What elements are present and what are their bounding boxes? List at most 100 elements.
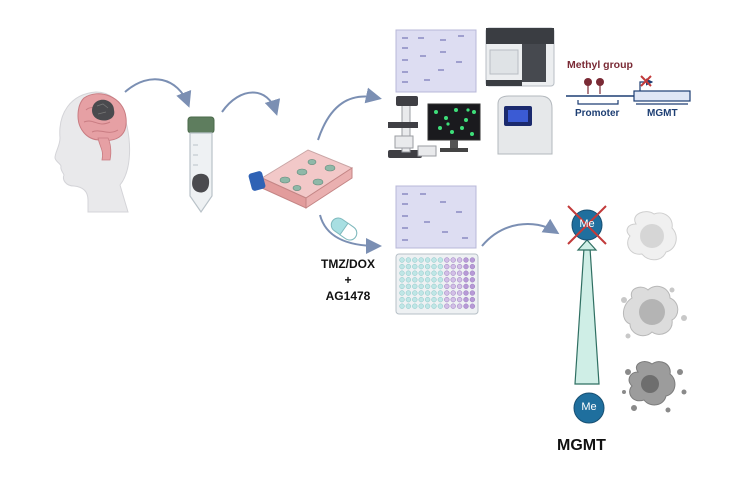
well — [418, 257, 424, 263]
well — [405, 283, 412, 290]
well — [431, 290, 437, 296]
well — [469, 277, 476, 283]
well — [469, 263, 476, 270]
well — [437, 296, 444, 303]
culture-flask-icon — [248, 149, 354, 209]
well — [418, 296, 424, 303]
well — [437, 257, 444, 263]
well — [469, 303, 476, 309]
arrow-flask-to-treatment — [319, 214, 382, 254]
arrow-to-mgmt — [481, 218, 560, 247]
well — [456, 303, 463, 309]
pcr-machine-icon — [497, 95, 553, 155]
well — [450, 303, 456, 309]
well — [412, 270, 418, 276]
gel-panel-icon — [395, 185, 477, 249]
well — [463, 263, 469, 270]
well — [405, 257, 412, 263]
well — [418, 303, 424, 309]
well — [469, 290, 476, 296]
well — [418, 277, 424, 283]
well-plate-icon — [395, 253, 479, 315]
well — [424, 277, 431, 283]
well — [418, 290, 424, 296]
well — [399, 263, 405, 270]
well — [418, 263, 424, 270]
capsule-icon — [330, 217, 358, 241]
sequencer-icon — [485, 27, 555, 87]
well — [405, 270, 412, 276]
well — [418, 270, 424, 276]
cell-icon — [621, 285, 687, 339]
well — [399, 283, 405, 290]
well — [456, 290, 463, 296]
well — [450, 296, 456, 303]
well — [431, 277, 437, 283]
well — [405, 296, 412, 303]
mgmt-title-label: MGMT — [557, 437, 606, 454]
drug-line-2: + — [344, 273, 352, 287]
cross-icon — [567, 205, 607, 245]
me-top-label: Me — [579, 218, 595, 230]
well — [399, 270, 405, 276]
well — [424, 257, 431, 263]
arrow-head-to-tube — [124, 78, 192, 108]
well — [399, 303, 405, 309]
well — [437, 303, 444, 309]
well — [463, 257, 469, 263]
well — [412, 283, 418, 290]
well — [463, 303, 469, 309]
well — [431, 303, 437, 309]
well — [444, 257, 450, 263]
methyl-group-label: Methyl group — [567, 59, 633, 71]
well — [469, 270, 476, 276]
well — [463, 283, 469, 290]
well — [456, 277, 463, 283]
cell-icon — [622, 361, 687, 413]
well — [412, 263, 418, 270]
well — [405, 277, 412, 283]
tissue-tube-icon — [187, 116, 215, 214]
drug-line-1: TMZ/DOX — [321, 257, 375, 271]
well — [399, 277, 405, 283]
well — [431, 257, 437, 263]
microscope-icon — [388, 96, 437, 158]
drug-line-3: AG1478 — [325, 289, 371, 303]
arrow-flask-to-analysis — [317, 87, 382, 141]
well — [444, 303, 450, 309]
well — [463, 290, 469, 296]
well — [463, 270, 469, 276]
well — [424, 270, 431, 276]
well — [444, 277, 450, 283]
well — [431, 296, 437, 303]
well — [399, 296, 405, 303]
me-circle-bottom — [573, 392, 605, 424]
mgmt-gene-label: MGMT — [647, 108, 678, 119]
well — [450, 283, 456, 290]
well — [399, 290, 405, 296]
well — [437, 277, 444, 283]
well — [399, 257, 405, 263]
cell-icon — [626, 211, 677, 261]
well — [412, 303, 418, 309]
well — [405, 263, 412, 270]
well — [450, 277, 456, 283]
well — [431, 270, 437, 276]
well — [450, 270, 456, 276]
methylation-gradient — [574, 239, 600, 385]
well — [405, 303, 412, 309]
well — [418, 283, 424, 290]
well — [437, 290, 444, 296]
well — [412, 277, 418, 283]
well — [424, 290, 431, 296]
well — [463, 296, 469, 303]
well — [412, 290, 418, 296]
well — [437, 283, 444, 290]
well — [405, 290, 412, 296]
well — [450, 290, 456, 296]
well — [431, 283, 437, 290]
well — [437, 270, 444, 276]
well — [456, 270, 463, 276]
well — [456, 283, 463, 290]
